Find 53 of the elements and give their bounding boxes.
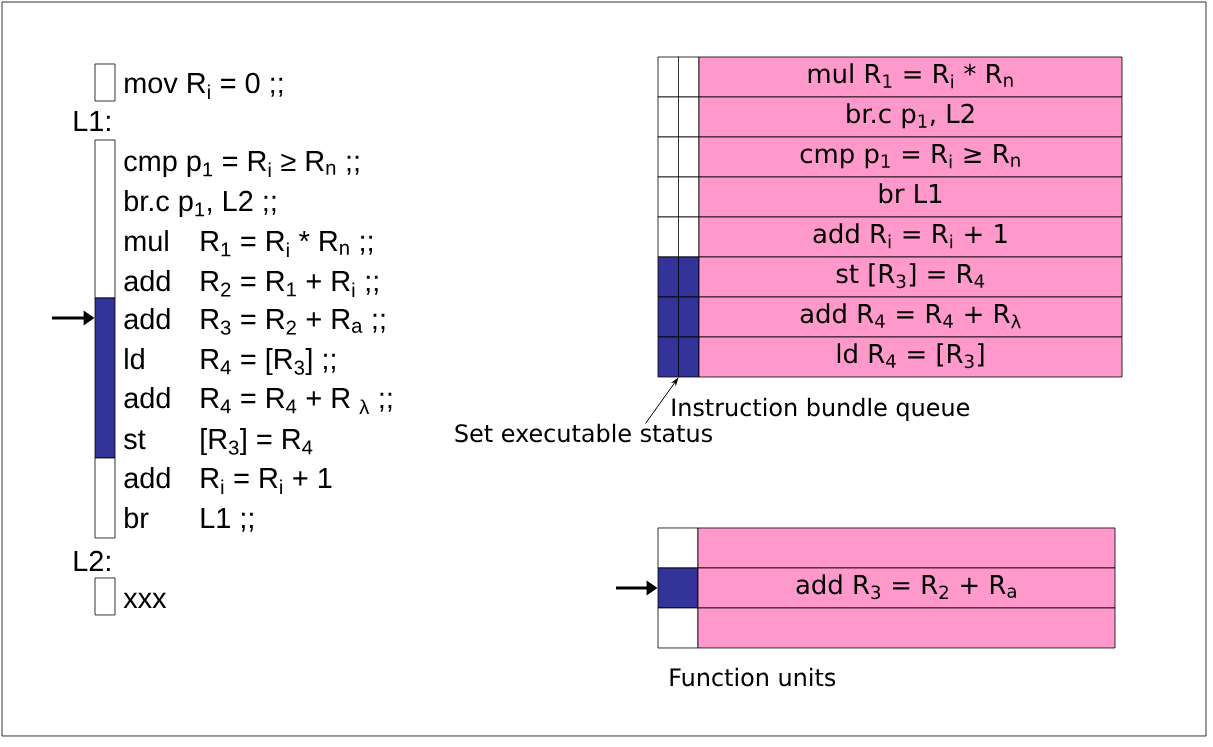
code-line: [R$_{3}$] = R$_{4}$	[201, 428, 313, 455]
status-cell	[657, 527, 699, 569]
code-line: R$_{2}$ = R$_{1}$ + R$_{i}$ ;;	[201, 271, 378, 298]
status-cells	[657, 216, 700, 258]
caption-text: Function units	[670, 667, 836, 687]
status-strip	[94, 139, 116, 299]
queue-slot: br.c p$_{1}$, L2	[698, 96, 1123, 138]
code-line: L2:	[74, 550, 110, 571]
function-unit-slot	[697, 527, 1116, 569]
queue-slot: br L1	[698, 176, 1123, 218]
status-strip	[94, 63, 116, 102]
queue-slot: mul R$_{1}$ = R$_{i}$ * R$_{n}$	[698, 56, 1123, 98]
queue-slot: st [R$_{3}$] = R$_{4}$	[698, 256, 1123, 298]
function-unit-slot: add R$_{3}$ = R$_{2}$ + R$_{a}$	[697, 567, 1116, 609]
status-cells	[657, 256, 700, 298]
status-cells	[657, 96, 700, 138]
code-line: L1:	[74, 111, 110, 131]
status-cells	[657, 136, 700, 178]
status-cells	[657, 296, 700, 338]
code-line: xxx	[123, 592, 167, 608]
code-line: st	[124, 430, 146, 450]
leader-line	[645, 378, 679, 425]
code-line: R$_{3}$ = R$_{2}$ + R$_{a}$ ;;	[201, 309, 385, 335]
code-line: cmp p$_{1}$ = R$_{i}$ ≥ R$_{n}$ ;;	[124, 151, 359, 178]
code-line: mul	[125, 230, 168, 252]
queue-slot: ld R$_{4}$ = [R$_{3}$]	[698, 336, 1123, 378]
code-line: R$_{1}$ = R$_{i}$ * R$_{n}$ ;;	[201, 231, 372, 258]
code-line: R$_{i}$ = R$_{i}$ + 1	[201, 468, 332, 495]
function-unit-slot	[697, 607, 1116, 649]
caption-text: Set executable status	[455, 423, 712, 443]
code-line: br	[125, 507, 149, 529]
code-line: add	[124, 387, 170, 409]
code-line: L1 ;;	[201, 508, 253, 532]
code-line: add	[124, 270, 170, 292]
status-cells	[657, 56, 700, 98]
status-cell	[657, 567, 699, 609]
code-line: R$_{4}$ = [R$_{3}$] ;;	[201, 348, 335, 375]
code-line: ld	[125, 348, 144, 370]
code-line: mov R$_{i}$ = 0 ;;	[125, 72, 283, 100]
status-cell	[657, 607, 699, 649]
queue-slot: cmp p$_{1}$ = R$_{i}$ ≥ R$_{n}$	[698, 136, 1123, 178]
status-cells	[657, 336, 700, 378]
code-line: add	[124, 308, 170, 330]
queue-slot: add R$_{4}$ = R$_{4}$ + R$_{λ}$	[698, 296, 1123, 338]
status-strip	[94, 577, 116, 616]
queue-slot: add R$_{i}$ = R$_{i}$ + 1	[698, 216, 1123, 258]
status-strip	[94, 297, 116, 459]
status-cells	[657, 176, 700, 218]
status-strip	[94, 457, 116, 539]
code-line: add	[124, 467, 170, 489]
caption-text: Instruction bundle queue	[672, 397, 970, 421]
code-line: br.c p$_{1}$, L2 ;;	[125, 190, 276, 217]
code-line: R$_{4}$ = R$_{4}$ + R $_{λ}$ ;;	[201, 388, 392, 415]
